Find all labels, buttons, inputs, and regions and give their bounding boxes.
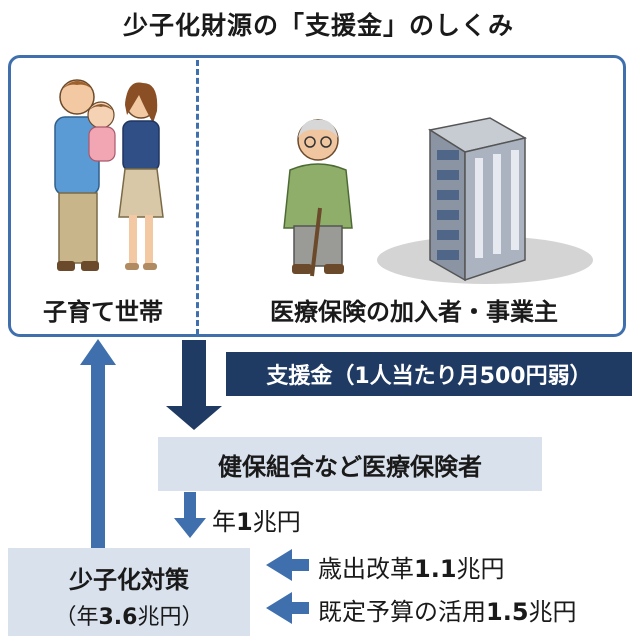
down-arrow-icon — [166, 340, 222, 430]
family-illustration — [54, 79, 164, 271]
source-label: 歳出改革 — [318, 555, 414, 583]
measures-title: 少子化対策 — [69, 566, 189, 594]
office-building-illustration — [377, 117, 593, 284]
source-unit: 兆円 — [528, 598, 577, 626]
source-value: 1.1 — [414, 555, 457, 583]
source-value: 1.5 — [486, 598, 529, 626]
payers-box — [8, 55, 626, 337]
source-unit: 兆円 — [456, 555, 505, 583]
source-label: 既定予算の活用 — [318, 598, 486, 626]
up-arrow-icon — [80, 339, 116, 550]
annual-amount: 年1兆円 — [212, 502, 301, 537]
annual-unit: 兆円 — [252, 508, 301, 536]
insurers-box: 健保組合など医療保険者 — [158, 437, 542, 491]
payers-divider — [196, 60, 199, 335]
left-arrow-icon — [266, 549, 309, 581]
down-arrow-small-icon — [174, 492, 206, 538]
source-existing-budget: 既定予算の活用1.5兆円 — [318, 592, 577, 627]
left-arrow-icon — [266, 592, 309, 624]
households-label: 子育て世帯 — [43, 298, 163, 326]
annual-prefix: 年 — [212, 508, 236, 536]
page-title: 少子化財源の「支援金」のしくみ — [122, 11, 514, 40]
insured-label: 医療保険の加入者・事業主 — [270, 298, 558, 326]
support-fee-label: 支援金（1人当たり月500円弱） — [226, 352, 632, 396]
measures-total-prefix: （年 — [54, 605, 99, 630]
measures-box: 少子化対策 （年3.6兆円） — [8, 548, 250, 636]
measures-total-suffix: 兆円） — [137, 605, 204, 630]
measures-total: （年3.6兆円） — [8, 599, 250, 631]
measures-total-value: 3.6 — [98, 605, 138, 630]
annual-value: 1 — [236, 508, 253, 536]
source-spending-reform: 歳出改革1.1兆円 — [318, 549, 505, 584]
elderly-man-illustration — [283, 119, 353, 277]
